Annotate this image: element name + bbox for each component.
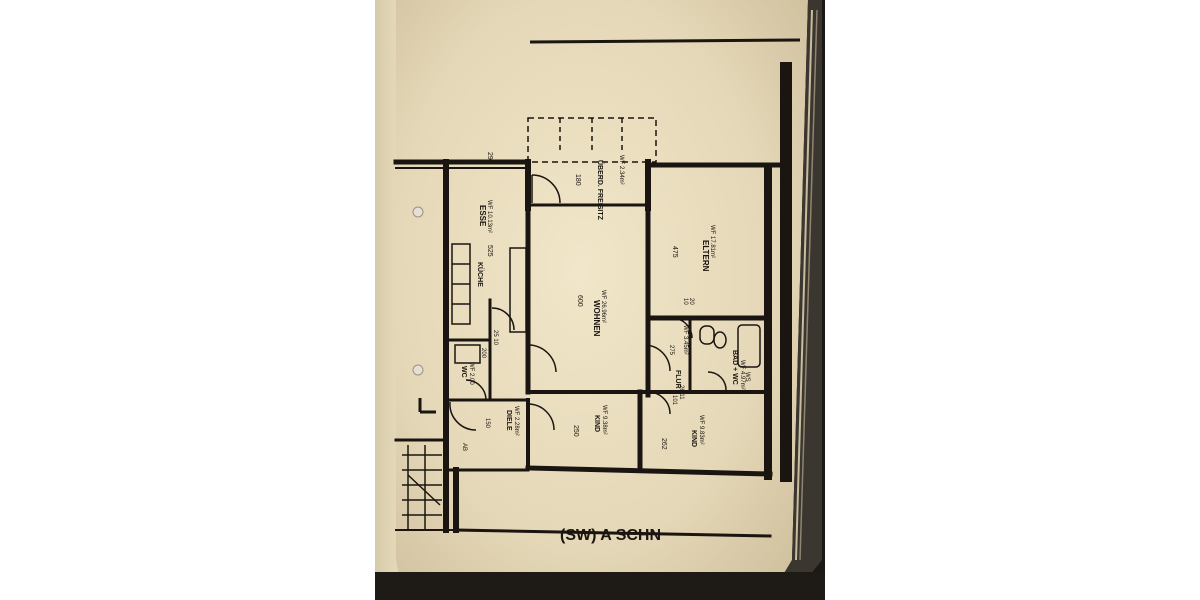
room-label-bad: BAD + WC bbox=[731, 350, 738, 385]
room-area-wohnen: WF 26.96m² bbox=[600, 290, 606, 323]
dim-ws: WS bbox=[744, 372, 750, 382]
room-dim-kind-left: 250 bbox=[572, 425, 579, 437]
room-dim-kind-right: 262 bbox=[660, 438, 667, 450]
room-area-essen: WF 10.13m² bbox=[486, 200, 492, 233]
right-inner-wall bbox=[764, 165, 772, 480]
hole-punch-top bbox=[412, 206, 424, 218]
room-label-essen: ESSE bbox=[478, 205, 487, 227]
dim-flur-small-2: 101 bbox=[671, 395, 677, 406]
room-label-kind-left: KIND bbox=[593, 415, 600, 432]
dim-kitchen: 25 10 bbox=[492, 330, 498, 346]
room-area-freisitz: WF 2.34m² bbox=[618, 155, 624, 185]
room-label-wc: WC bbox=[460, 366, 467, 378]
room-dim-freisitz: 180 bbox=[574, 174, 581, 186]
room-label-flur: FLUR bbox=[674, 370, 681, 389]
room-dim-flur: 275 bbox=[668, 345, 674, 356]
floor-plan-walls bbox=[393, 159, 783, 538]
room-dim-wohnen: 600 bbox=[576, 295, 583, 307]
kitchen-counter bbox=[451, 243, 527, 364]
right-exterior-wall bbox=[780, 62, 792, 482]
dim-top: 29 bbox=[486, 152, 493, 160]
room-labels: ESSE WF 10.13m² 525 KÜCHE WOHNEN WF 26.9… bbox=[460, 152, 750, 451]
room-label-diele: DIELE bbox=[505, 410, 512, 431]
room-area-wc: WF 2.00 bbox=[468, 362, 474, 385]
room-dim-eltern: 475 bbox=[671, 246, 678, 258]
stair-treads bbox=[402, 445, 442, 530]
room-label-wohnen: WOHNEN bbox=[592, 300, 601, 337]
room-dim-wc: 200 bbox=[480, 348, 486, 359]
top-line bbox=[529, 38, 801, 44]
door-swings bbox=[449, 174, 727, 431]
room-dim-diele: 150 bbox=[484, 418, 490, 429]
room-label-kind-right: KIND bbox=[690, 430, 697, 447]
dim-small-a: 10 bbox=[682, 298, 688, 305]
room-label-kueche: KÜCHE bbox=[476, 262, 485, 287]
room-dim-essen: 525 bbox=[486, 245, 493, 257]
dim-small-b: 20 bbox=[688, 298, 694, 305]
room-area-kind-left: WF 9.38m² bbox=[601, 405, 607, 435]
room-area-diele: WF 2.28m² bbox=[513, 406, 519, 436]
page-edge-line bbox=[795, 9, 813, 561]
dim-storage: AB bbox=[461, 443, 467, 451]
room-label-eltern: ELTERN bbox=[701, 240, 710, 272]
hole-punch-bottom bbox=[412, 364, 424, 376]
room-label-freisitz: ÜBERD. FREISITZ bbox=[596, 160, 605, 221]
footer-caption: (SW) A SCHN bbox=[560, 527, 661, 544]
room-area-bad: WF 4.97m² bbox=[739, 360, 745, 390]
dim-flur-small: 26.11 bbox=[678, 385, 684, 400]
paper-sheet bbox=[396, 0, 808, 600]
room-area-flur: WF 3.45m² bbox=[682, 325, 688, 355]
room-area-eltern: WF 17.81m² bbox=[709, 225, 715, 258]
bath-fixtures bbox=[699, 324, 761, 368]
page-edge-line-2 bbox=[799, 9, 818, 561]
bottom-shadow bbox=[375, 572, 825, 600]
room-area-kind-right: WF 9.83m² bbox=[698, 415, 704, 445]
